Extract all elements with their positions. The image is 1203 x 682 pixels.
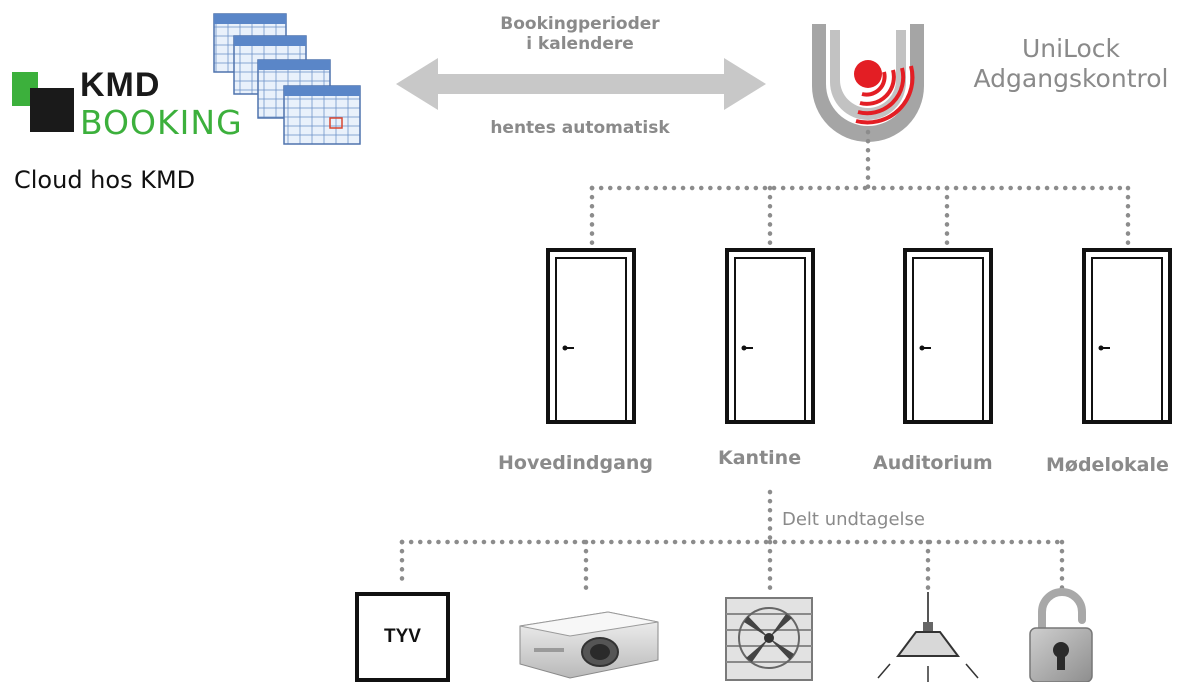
sync-double-arrow bbox=[396, 58, 766, 110]
door-icon-auditorium bbox=[903, 248, 993, 424]
unilock-line2: Adgangskontrol bbox=[973, 64, 1169, 93]
door-icon-modelokale bbox=[1082, 248, 1172, 424]
arrow-label-line2: i kalendere bbox=[526, 34, 634, 54]
arrow-label-line1: Bookingperioder bbox=[500, 14, 660, 34]
door-label-auditorium: Auditorium bbox=[873, 452, 993, 474]
alarm-label: TYV bbox=[384, 626, 421, 647]
unilock-line1: UniLock bbox=[1021, 34, 1121, 63]
arrow-label-top: Bookingperioder i kalendere bbox=[430, 14, 730, 54]
arrow-label-bottom: hentes automatisk bbox=[490, 118, 670, 138]
shared-exception-label: Delt undtagelse bbox=[782, 509, 925, 530]
door-icon-hovedindgang bbox=[546, 248, 636, 424]
projector-icon bbox=[519, 611, 659, 679]
alarm-box-icon: TYV bbox=[355, 592, 450, 682]
calendar-stack-icon bbox=[213, 13, 361, 145]
unlocked-padlock-icon bbox=[1029, 588, 1093, 682]
unilock-title: UniLock Adgangskontrol bbox=[946, 34, 1196, 94]
door-label-modelokale: Mødelokale bbox=[1046, 454, 1169, 476]
kmd-logo-text: KMD bbox=[80, 66, 161, 104]
booking-logo-text: BOOKING bbox=[80, 103, 243, 142]
door-connectors bbox=[589, 129, 1131, 247]
unilock-logo-icon bbox=[812, 24, 924, 142]
fan-icon bbox=[725, 597, 813, 681]
device-connectors bbox=[399, 489, 1065, 599]
ceiling-lamp-icon bbox=[877, 592, 979, 682]
cloud-label: Cloud hos KMD bbox=[14, 166, 196, 194]
door-label-kantine: Kantine bbox=[718, 447, 802, 469]
kmd-logo-mark bbox=[12, 72, 74, 132]
door-icon-kantine bbox=[725, 248, 815, 424]
door-label-hovedindgang: Hovedindgang bbox=[498, 452, 654, 474]
